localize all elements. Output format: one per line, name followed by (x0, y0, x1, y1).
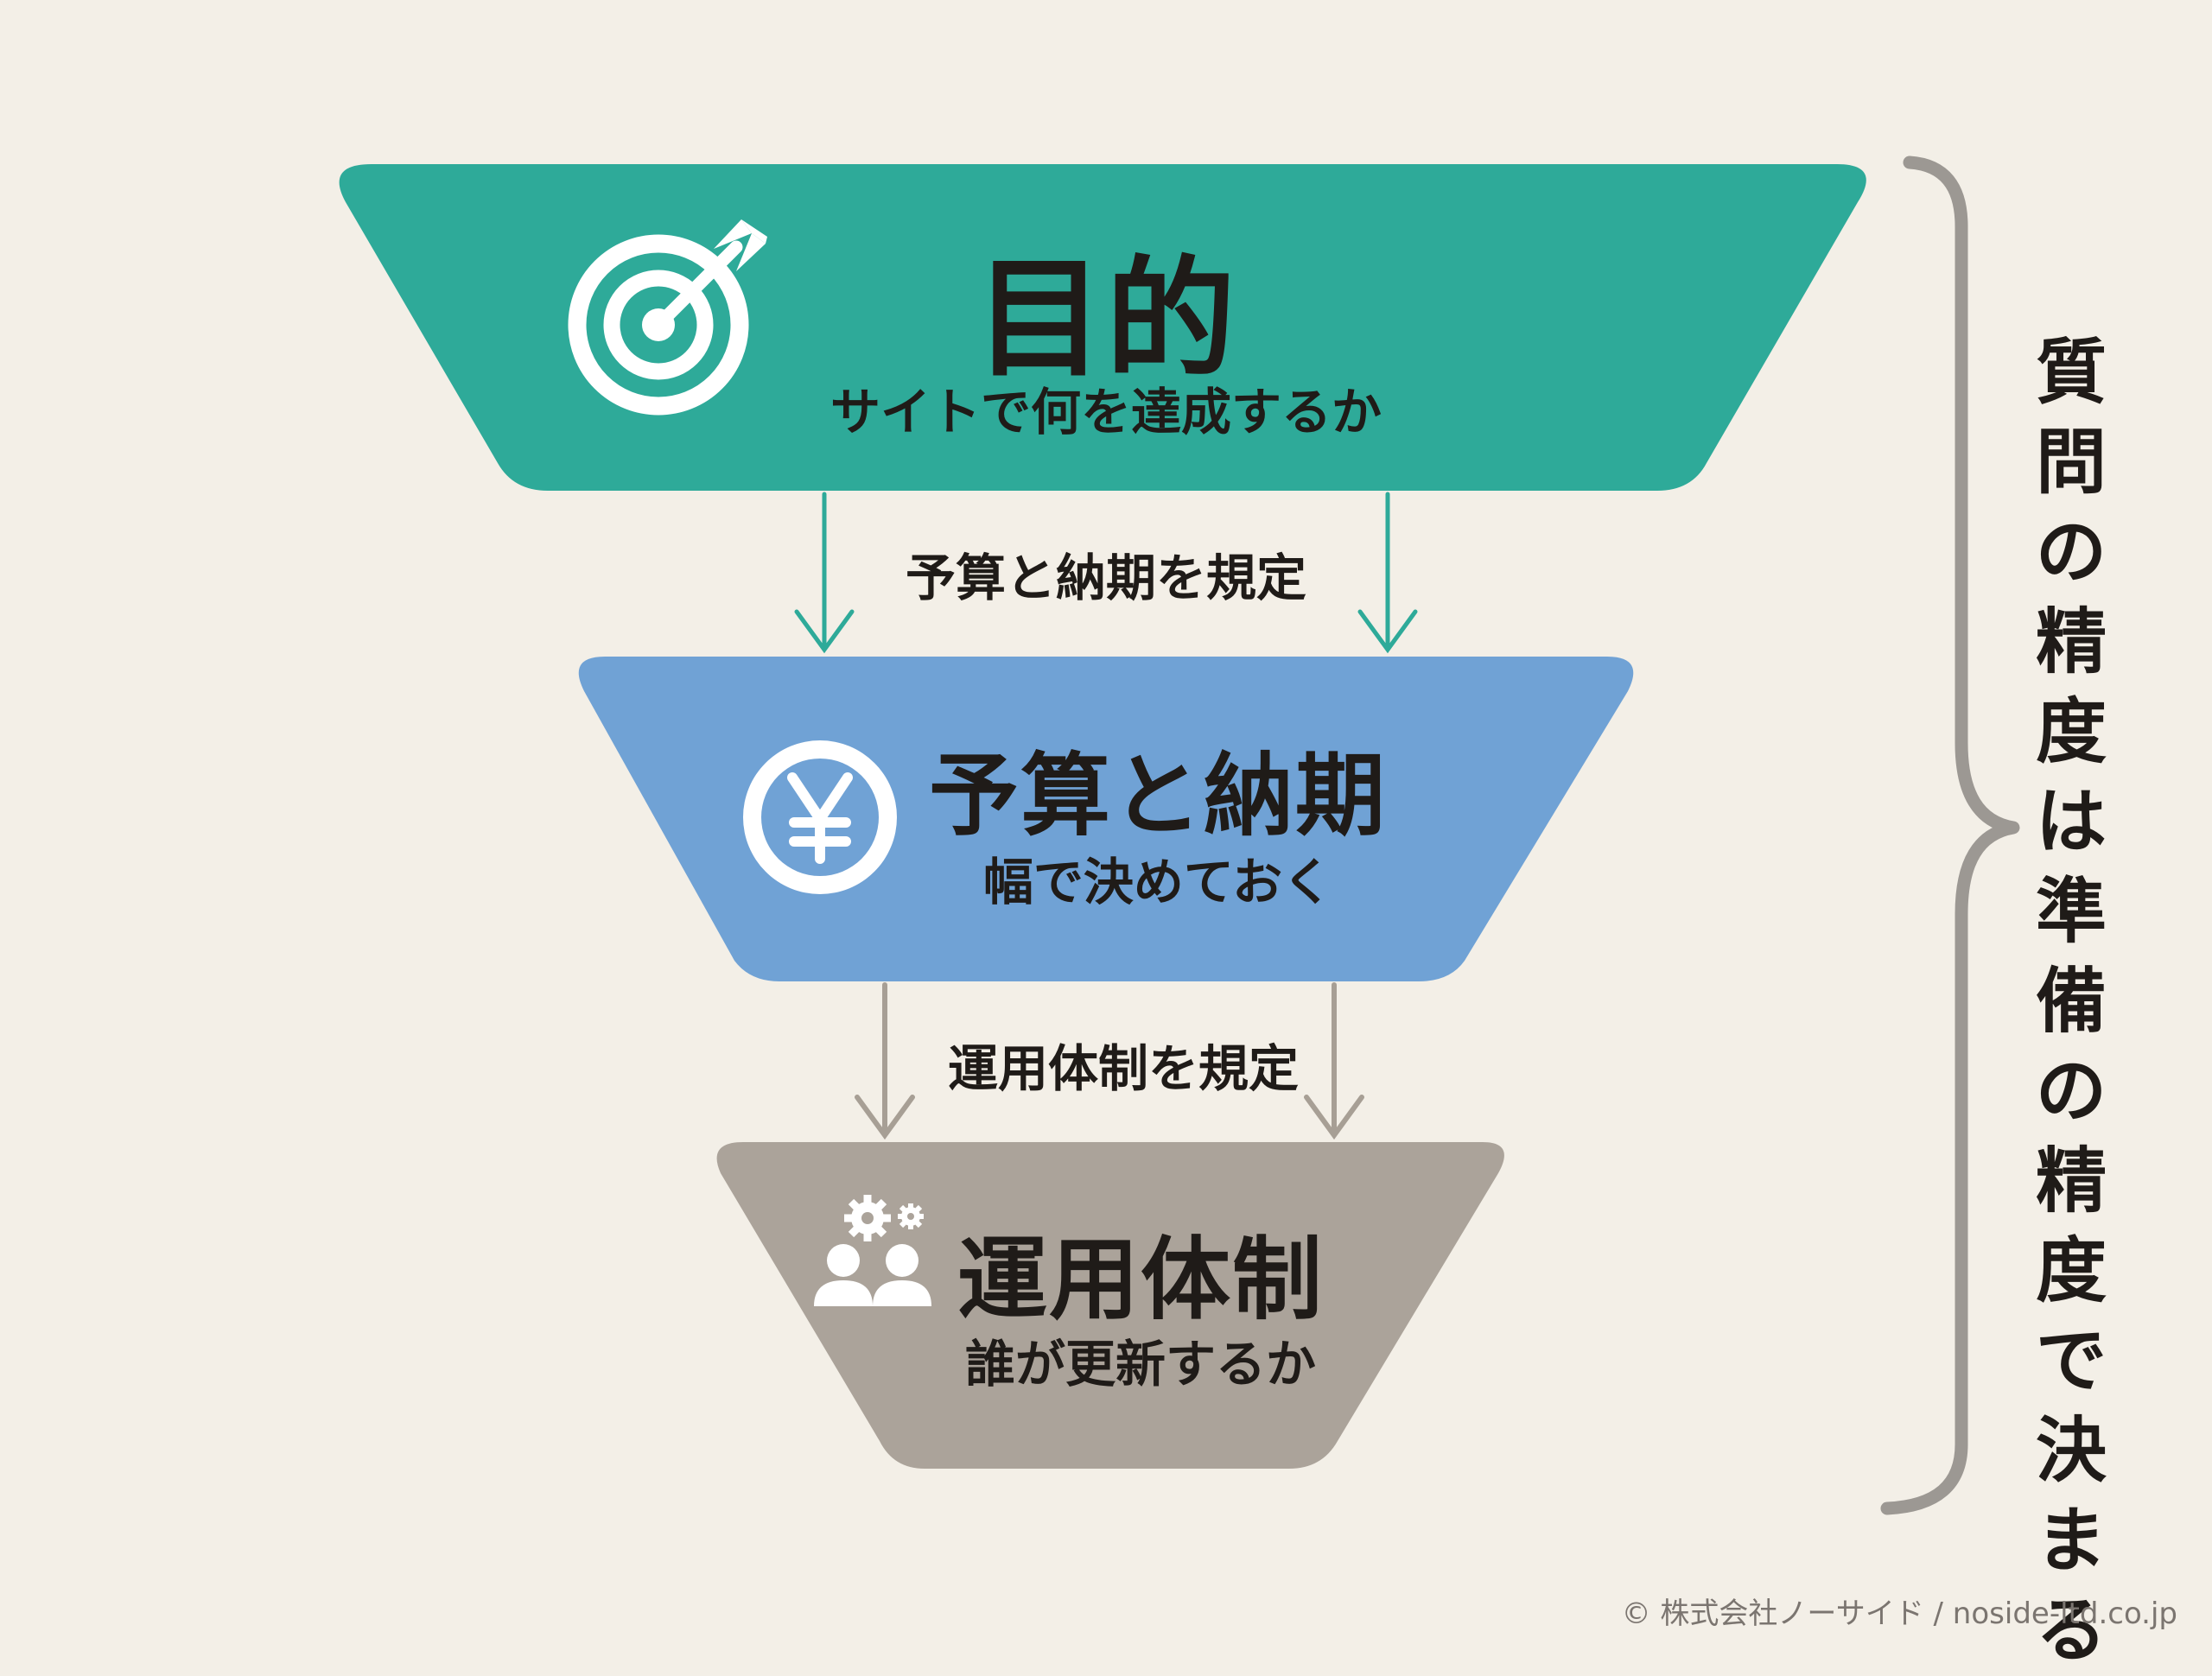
bracket-label-char: 決 (2035, 1410, 2107, 1492)
bracket-label-char: 問 (2035, 422, 2107, 504)
bracket-label-char: 精 (2035, 1140, 2107, 1222)
bracket-label-char: ま (2035, 1500, 2107, 1582)
bracket-label-char: の (2035, 1051, 2107, 1133)
bracket-label-char: の (2035, 511, 2107, 594)
bracket-label-char: で (2035, 1320, 2107, 1402)
connector-1-arrows (794, 492, 1418, 654)
bracket-label-char: 準 (2035, 871, 2107, 953)
team-gears-icon (814, 1195, 931, 1306)
copyright-footer: © 株式会社ノーサイド / noside-ltd.co.jp (1621, 1597, 2177, 1631)
connector-1-label: 予算と納期を規定 (905, 549, 1306, 607)
target-icon (568, 219, 767, 416)
stage-2-subtitle: 幅で決めておく (982, 853, 1333, 911)
stage-1-subtitle: サイトで何を達成するか (830, 383, 1382, 441)
bracket-label-char: は (2035, 781, 2107, 863)
stage-3-title: 運用体制 (957, 1227, 1324, 1332)
bracket-label-char: 度 (2035, 1230, 2107, 1312)
bracket-label: 質問の精度は準備の精度で決まる (2032, 328, 2110, 1676)
bracket-label-char: 質 (2035, 332, 2107, 414)
bracket-label-char: 備 (2035, 961, 2107, 1043)
connector-2-label: 運用体制を規定 (947, 1039, 1299, 1098)
curly-bracket (1880, 156, 2020, 1515)
stage-2-title: 予算と納期 (928, 743, 1387, 848)
stage-1-title: 目的 (974, 244, 1237, 395)
bracket-label-char: 精 (2035, 601, 2107, 683)
stage-3-subtitle: 誰が更新するか (964, 1335, 1316, 1393)
connector-2-arrows (855, 982, 1364, 1140)
stage-2-shape (578, 657, 1634, 981)
bracket-label-char: 度 (2035, 691, 2107, 773)
yen-coin-icon (743, 740, 897, 894)
